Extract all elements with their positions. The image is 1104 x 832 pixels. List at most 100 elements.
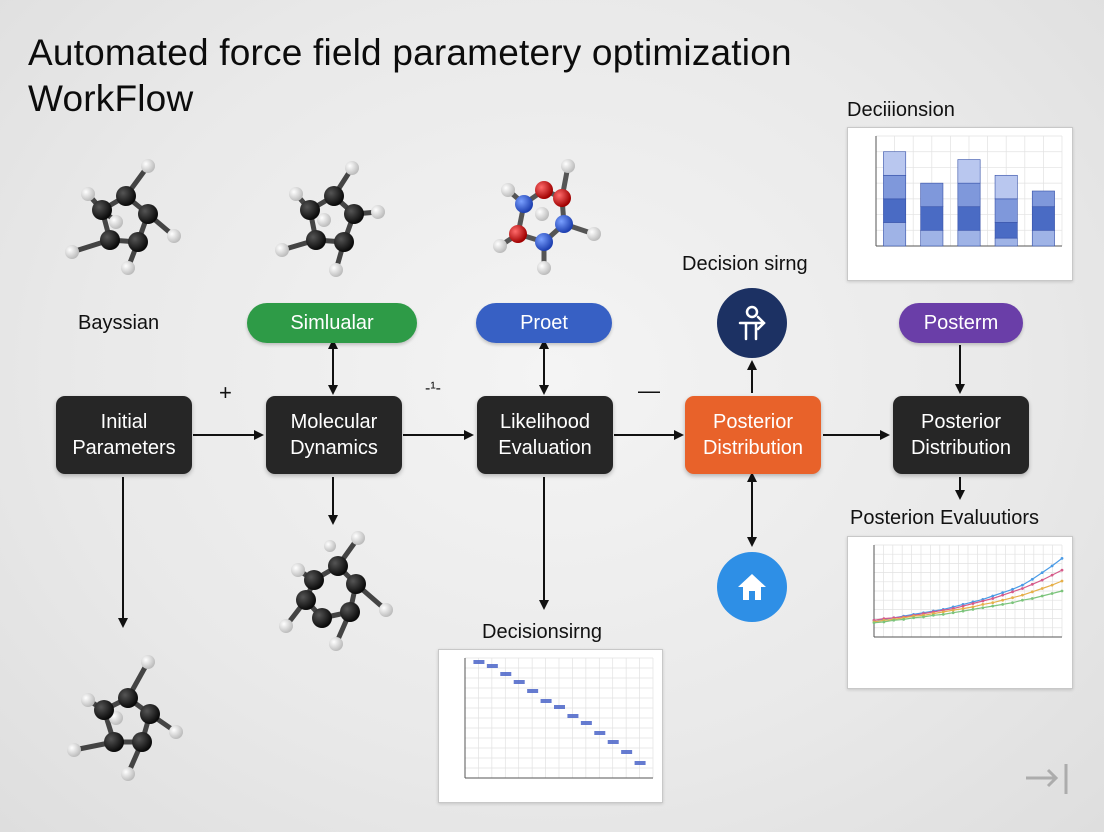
molecular-dynamics-node[interactable]: Molecular Dynamics [266,396,402,474]
data-mark [513,680,525,684]
data-point [1060,589,1064,593]
likelihood-line-1: Likelihood [499,411,591,433]
molecule-icon-2 [275,161,385,277]
molecule-icon-1 [65,159,181,275]
posterior-eval-title: Posterion Evaluutiors [850,507,1039,529]
data-point [1040,587,1044,590]
data-mark [567,714,579,718]
likelihood-evaluation-node[interactable]: Likelihood Evaluation [477,396,613,474]
data-point [961,609,965,613]
data-point [951,608,955,612]
initial-parameters-node[interactable]: Initial Parameters [56,396,192,474]
scatter-chart-panel [438,649,663,803]
data-point [1030,577,1034,581]
data-point [1050,573,1054,577]
data-point [971,605,975,609]
data-point [941,610,945,614]
likelihood-line-2: Evaluation [498,437,592,459]
data-point [1040,571,1044,574]
bar [1031,190,1055,208]
line-chart [872,544,1064,638]
data-mark [527,689,539,693]
fraction-symbol: -¹- [425,380,441,397]
data-point [961,607,965,610]
data-point [1060,556,1064,560]
initial-line-2: Parameters [72,437,176,459]
posterior-distribution-node-highlight[interactable]: Posterior Distribution [685,396,821,474]
proet-pill-label: Proet [520,311,568,334]
posterior-orange-line-2: Distribution [702,437,804,459]
data-point [1011,590,1014,594]
data-point [1001,591,1005,595]
bar [1031,206,1055,231]
data-point [991,601,995,605]
bar [1031,229,1055,247]
posterior-distribution-node[interactable]: Posterior Distribution [893,396,1029,474]
data-point [951,611,955,615]
posterior-right-line-1: Posterior [920,411,1002,433]
initial-line-1: Initial [100,411,148,433]
bar-chart-panel [847,127,1073,281]
bar [994,237,1018,247]
bayesian-label: Bayssian [78,312,160,334]
data-point [1040,594,1044,598]
bar [883,198,907,223]
posterm-pill[interactable]: Posterm [899,303,1023,343]
decision-chart-title: Deciiionsion [847,99,955,121]
page-title: Automated force field parametery optimiz… [28,30,928,122]
data-point [981,606,985,610]
person-icon[interactable] [717,288,787,358]
home-glyph [738,574,766,600]
plus-symbol: + [219,380,232,405]
data-point [1011,587,1014,591]
data-point [892,618,896,622]
series-line [873,590,1063,624]
data-point [1050,583,1054,587]
data-point [1050,564,1054,568]
data-point [991,604,995,608]
data-point [1050,592,1054,595]
bar-chart [875,135,1063,247]
data-point [971,602,975,605]
bar [957,182,981,208]
proet-pill[interactable]: Proet [476,303,612,343]
data-point [882,620,886,624]
data-point [1021,598,1024,602]
bar [920,206,944,231]
data-mark [500,672,512,676]
data-point [1040,578,1044,582]
data-mark [621,750,633,754]
data-point [872,621,876,625]
molecule-icon-5 [67,655,183,781]
bar [957,159,981,184]
scatter-chart [464,657,654,779]
molecule-icon-4 [279,531,393,651]
data-point [1021,587,1024,590]
bar [994,198,1018,223]
data-point [1060,579,1064,583]
bar [883,151,907,176]
data-mark [607,740,619,744]
data-point [1001,602,1005,606]
data-mark [634,761,646,765]
md-line-1: Molecular [290,411,378,433]
bar [920,229,944,247]
data-mark [554,705,565,709]
data-point [981,599,985,603]
molecule-icon-3 [493,159,601,275]
bar [994,174,1018,200]
data-point [912,616,915,620]
simulator-pill[interactable]: Simlualar [247,303,417,343]
data-point [1030,582,1034,586]
data-point [1021,593,1024,597]
line-chart-panel [847,536,1073,689]
series-line [873,557,1063,621]
title-line-2: WorkFlow [28,78,194,119]
data-point [971,608,975,611]
posterior-orange-line-1: Posterior [712,411,794,433]
data-point [1060,568,1064,572]
bar [883,174,907,200]
bar [920,182,944,208]
home-icon[interactable] [717,552,787,622]
